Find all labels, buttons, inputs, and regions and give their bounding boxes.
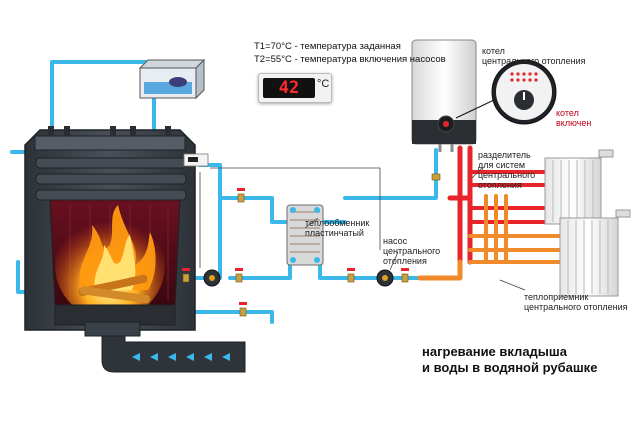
- label-distributor-3: центрального: [478, 170, 536, 180]
- label-receivers-1: теплоприемник: [524, 292, 589, 302]
- temperature-value: 42: [263, 78, 315, 98]
- valve-handles: [182, 188, 409, 305]
- label-distributor-1: разделитель: [478, 150, 531, 160]
- label-exchanger-2: пластинчатый: [305, 228, 364, 238]
- plate-heat-exchanger: [286, 204, 324, 266]
- label-pump-3: отопления: [383, 256, 427, 266]
- diagram-title-1: нагревание вкладыша: [422, 344, 567, 359]
- radiator-upper: [544, 149, 614, 225]
- label-boiler-on-1: котел: [556, 108, 579, 118]
- valves: [182, 173, 441, 317]
- diagram-title-2: и воды в водяной рубашке: [422, 360, 598, 375]
- temperature-unit: °C: [317, 78, 330, 90]
- label-distributor-4: отопления: [478, 180, 522, 190]
- radiator-lower: [559, 209, 631, 297]
- pipe-tank-feed: [50, 60, 152, 127]
- setpoint-t1: T1=70°C - температура заданная: [254, 41, 401, 52]
- temperature-display: 42 °C: [258, 73, 332, 103]
- label-distributor-2: для систем: [478, 160, 526, 170]
- air-duct: [101, 335, 246, 373]
- pipe-lower: [183, 310, 274, 324]
- pump-left: [203, 269, 221, 287]
- label-exchanger-1: теплообменник: [305, 218, 370, 228]
- label-pump-2: центрального: [383, 246, 441, 256]
- pipe-to-exchanger: [218, 196, 292, 224]
- wall-boiler: [411, 39, 477, 152]
- label-pump-1: насос: [383, 236, 408, 246]
- control-wires: [199, 167, 381, 268]
- expansion-tank: [138, 58, 206, 100]
- setpoint-t2: T2=55°C - температура включения насосов: [254, 54, 446, 65]
- label-boiler-2: центрального отопления: [482, 56, 586, 66]
- stove: [24, 126, 209, 337]
- label-boiler-1: котел: [482, 46, 505, 56]
- label-receivers-2: центрального отопления: [524, 302, 628, 312]
- pipe-right-loop: [198, 163, 222, 280]
- boiler-zoom: [455, 59, 557, 125]
- pump-central: [376, 269, 394, 287]
- hot-pipes: [378, 145, 562, 281]
- leader-lines: [304, 167, 526, 291]
- label-boiler-on-2: включен: [556, 118, 592, 128]
